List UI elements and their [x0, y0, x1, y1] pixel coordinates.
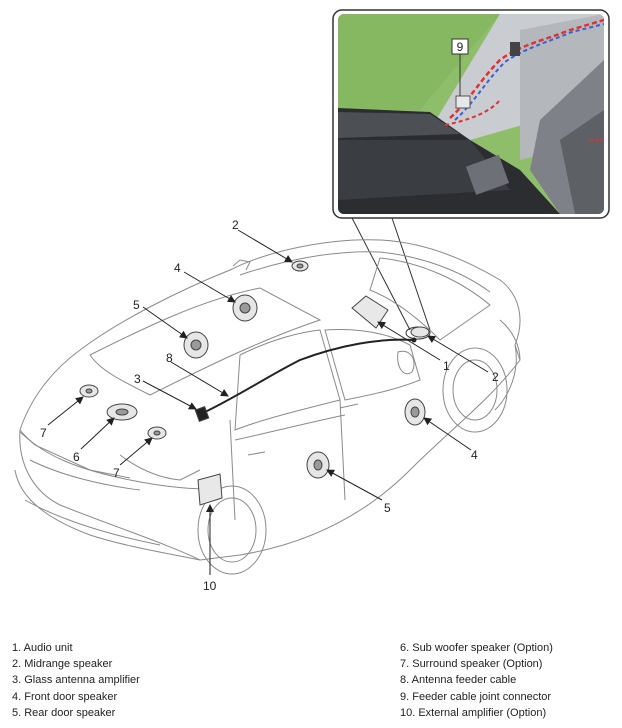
- callout-5-bottom: 5: [384, 501, 391, 515]
- glass-antenna-amplifier: [194, 406, 210, 422]
- legend-item: 3. Glass antenna amplifier: [12, 674, 140, 687]
- callout-10: 10: [203, 579, 217, 593]
- callout-4-right: 4: [471, 448, 478, 462]
- callout-5-top: 5: [133, 298, 140, 312]
- legend-item: 1. Audio unit: [12, 642, 73, 654]
- callout-8: 8: [166, 351, 173, 365]
- legend-item: 8. Antenna feeder cable: [400, 674, 517, 687]
- callout-2-right: 2: [492, 370, 499, 384]
- legend-item: 2. Midrange speaker: [12, 658, 113, 671]
- legend-item: 10. External amplifier (Option): [400, 706, 547, 719]
- antenna-feeder-cable: [204, 338, 415, 413]
- midrange-speaker-front: [410, 326, 430, 338]
- legend-item: 4. Front door speaker: [12, 690, 118, 703]
- external-amplifier: [197, 473, 223, 506]
- leader-lines: [47, 229, 489, 575]
- legend-right: 6. Sub woofer speaker (Option) 7. Surrou…: [400, 640, 553, 721]
- callout-9: 9: [457, 40, 464, 54]
- components: [79, 260, 430, 506]
- audio-unit: [351, 295, 389, 329]
- legend-item: 6. Sub woofer speaker (Option): [400, 642, 553, 654]
- legend-left: 1. Audio unit 2. Midrange speaker 3. Gla…: [12, 640, 140, 721]
- callout-7-left: 7: [40, 426, 47, 440]
- inset-photo: 9: [332, 9, 610, 219]
- callout-7-right: 7: [113, 466, 120, 480]
- callout-1: 1: [443, 359, 450, 373]
- callout-4-top: 4: [174, 261, 181, 275]
- callout-3: 3: [134, 372, 141, 386]
- legend-item: 9. Feeder cable joint connector: [400, 690, 552, 703]
- callout-6: 6: [73, 450, 80, 464]
- magnifier-lines: [351, 217, 431, 340]
- legend-item: 5. Rear door speaker: [12, 706, 116, 719]
- car-outline: [14, 239, 521, 575]
- legend-item: 7. Surround speaker (Option): [400, 658, 543, 671]
- callout-numbers: 2 4 5 8 3 7 6 7 1 2 4 5 10: [40, 218, 499, 593]
- callout-2-top: 2: [232, 218, 239, 232]
